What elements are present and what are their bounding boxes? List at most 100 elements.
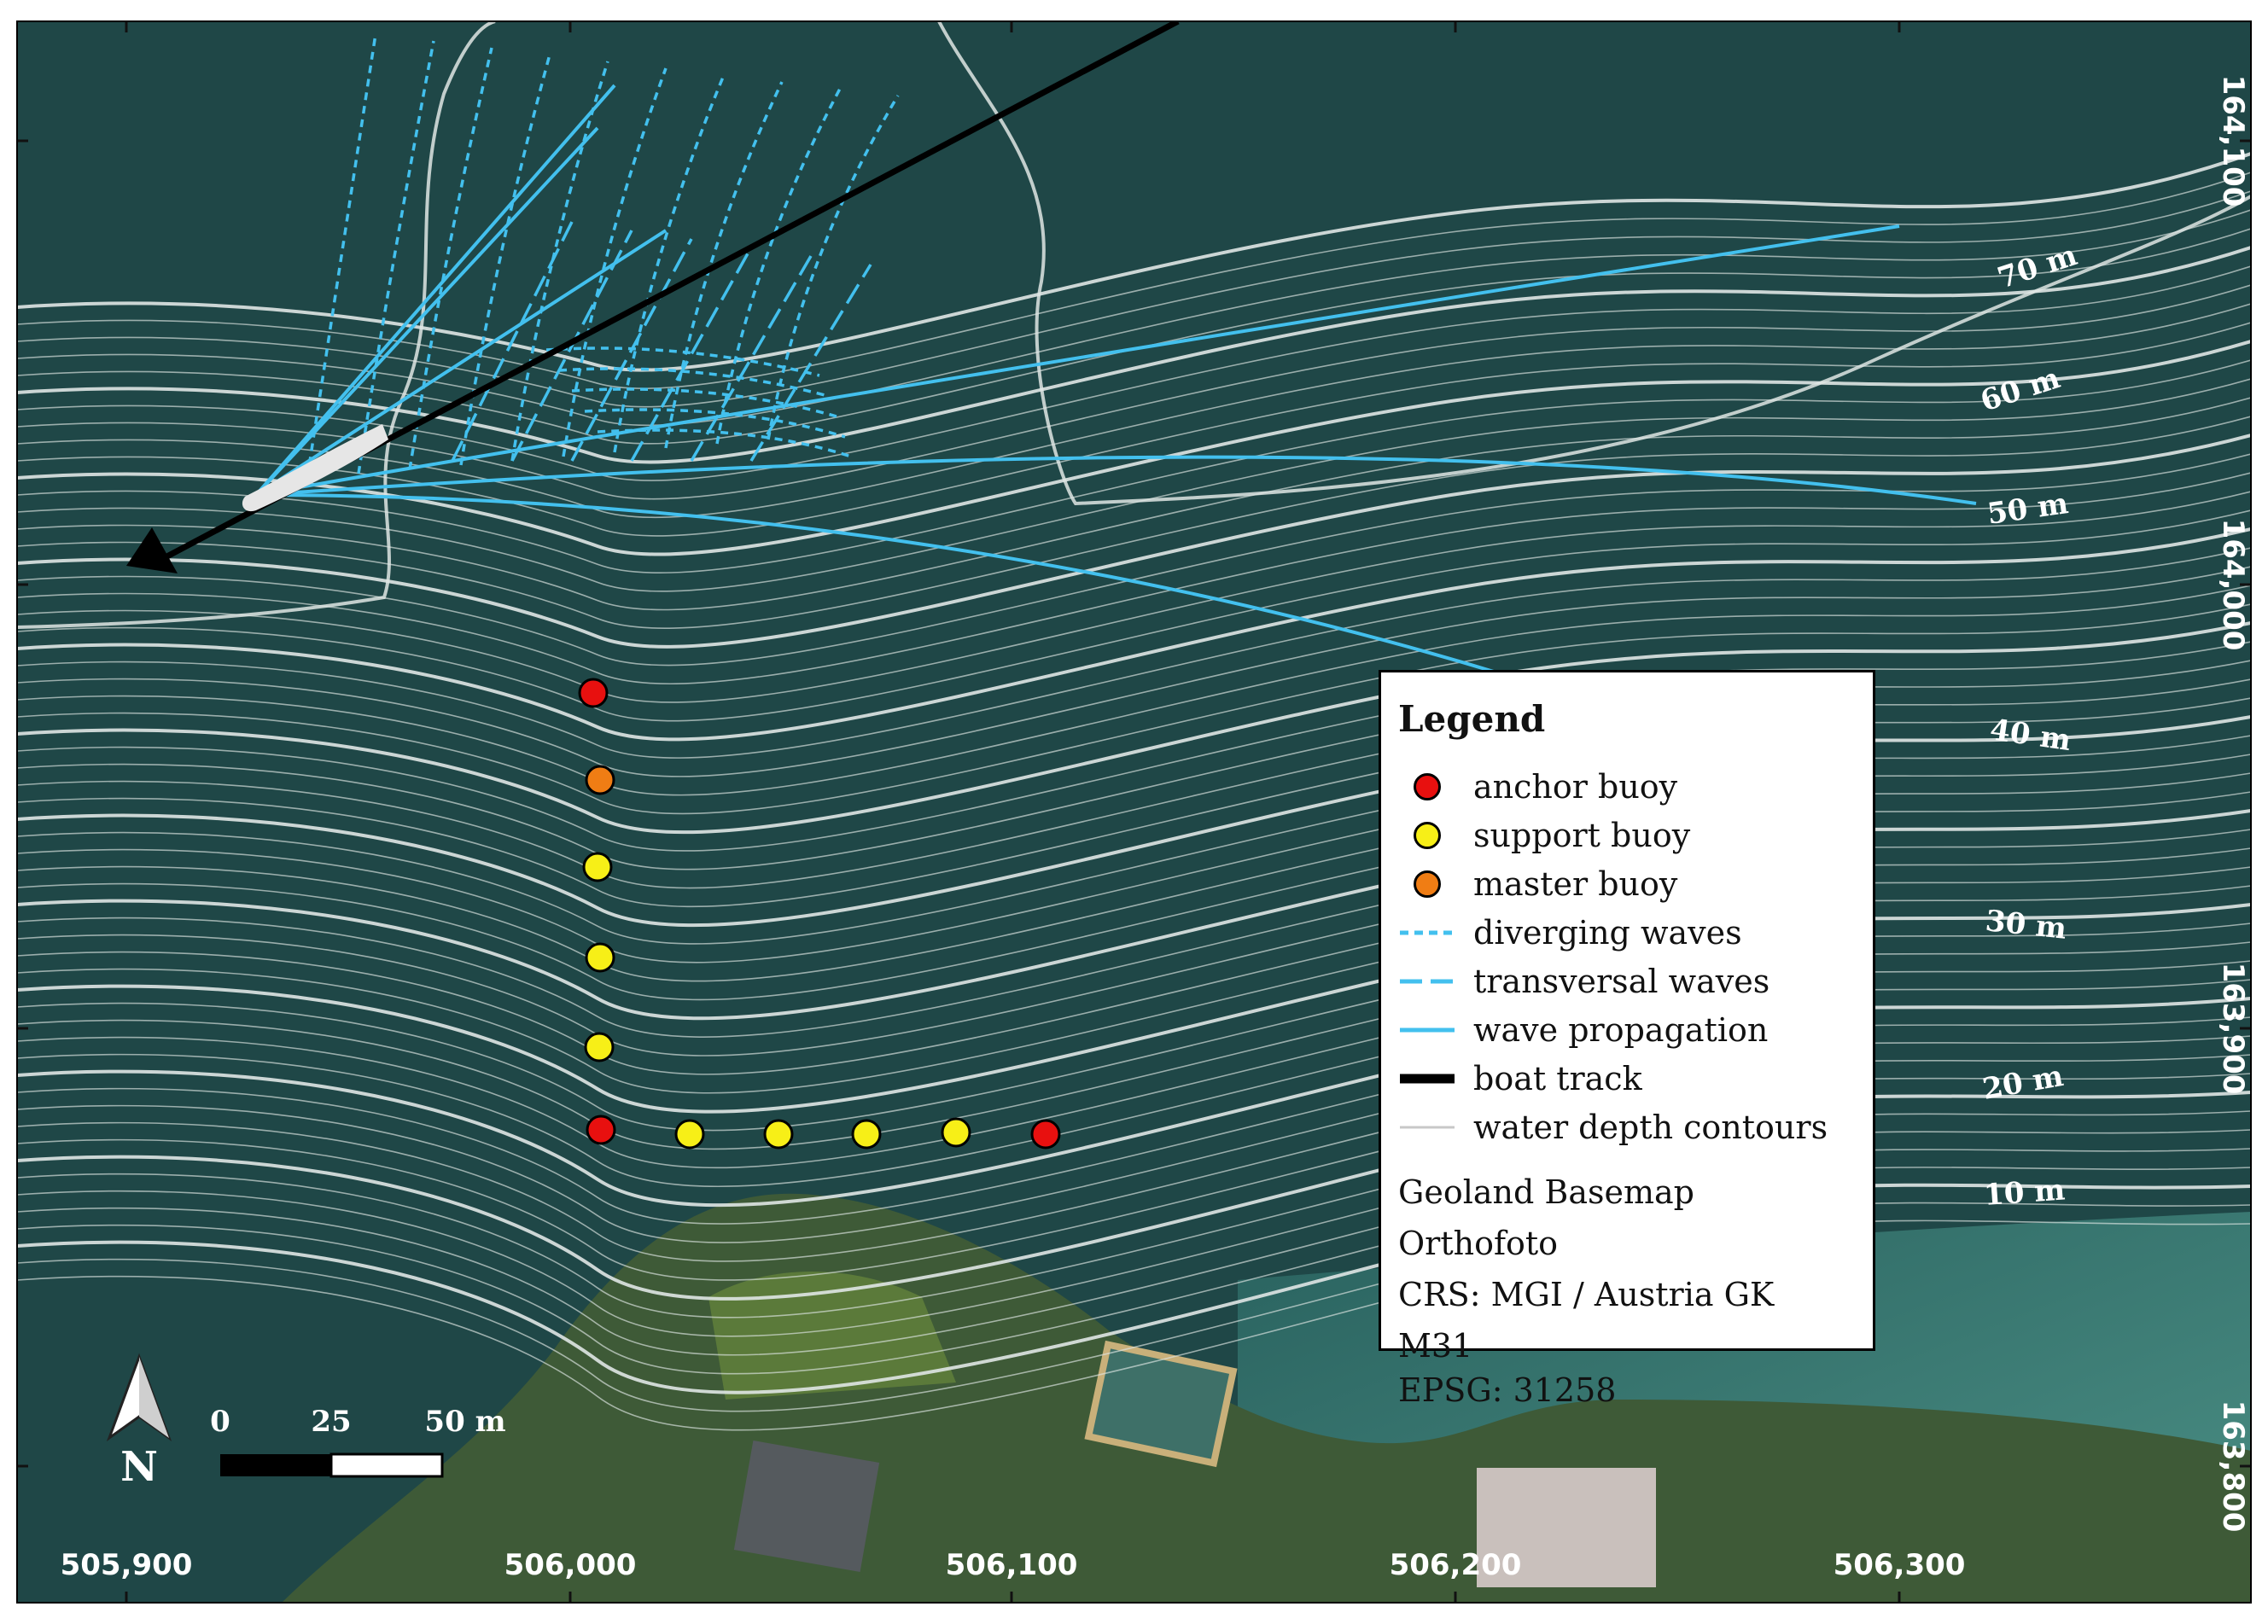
scale-label-25: 25 [311, 1405, 351, 1439]
contour-line [17, 1054, 2251, 1262]
axis-tick-marks [17, 21, 2251, 1603]
contour-line [17, 866, 2251, 1075]
depth-label-30: 30 m [1984, 904, 2068, 946]
contour-line [17, 979, 2251, 1187]
x-tick-506300: 506,300 [1834, 1548, 1966, 1582]
y-axis-labels: 164,100 164,000 163,900 163,800 [2216, 75, 2250, 1533]
transversal-wave-line [749, 264, 872, 462]
legend-label: master buoy [1473, 864, 1678, 903]
diverging-wave-line [408, 47, 493, 470]
contour-line [17, 284, 2251, 500]
contour-line [17, 585, 2251, 796]
contour-line [17, 1110, 2251, 1318]
legend-label: support buoy [1473, 816, 1691, 854]
contour-line [17, 1073, 2251, 1281]
map-frame [16, 20, 2252, 1604]
support-buoy [674, 1119, 705, 1150]
x-axis-labels: 505,900 506,000 506,100 506,200 506,300 [61, 1548, 1966, 1582]
contour-line [17, 303, 2251, 519]
legend-label: boat track [1473, 1059, 1642, 1097]
diverging-wave-line [664, 81, 784, 449]
basemap-source: Geoland Basemap Orthofoto [1398, 1173, 1694, 1262]
contour-line [17, 322, 2251, 537]
wave-propagation-line [255, 455, 1977, 505]
contour-line [17, 547, 2251, 759]
x-tick-506200: 506,200 [1390, 1548, 1522, 1582]
contour-line [17, 772, 2251, 982]
legend-item-wave-propagation: wave propagation [1398, 1005, 1857, 1054]
boat [242, 424, 388, 512]
anchor-buoy [1030, 1119, 1061, 1150]
contour-line [937, 21, 2251, 506]
court [1477, 1468, 1656, 1587]
contour-line [17, 754, 2251, 963]
water-depth-contours [17, 21, 2251, 1431]
support-buoy [763, 1119, 794, 1150]
scale-label-0: 0 [210, 1405, 230, 1439]
contour-line [17, 1183, 2251, 1394]
diverging-wave-line [571, 387, 837, 418]
wave-propagation-line [254, 229, 668, 497]
contour-line [17, 660, 2251, 870]
legend-item-boat-track: boat track [1398, 1054, 1857, 1103]
contour-line [17, 359, 2251, 573]
wave-propagation-line [254, 84, 616, 497]
legend-title: Legend [1398, 698, 1546, 740]
support-buoy-symbol [1414, 821, 1441, 849]
thick-black-line-symbol [1400, 1074, 1455, 1083]
legend-label: diverging waves [1473, 913, 1742, 952]
legend-label: anchor buoy [1473, 767, 1678, 806]
contour-line [17, 21, 496, 629]
contour-line [17, 1091, 2251, 1301]
contour-line [17, 190, 2251, 408]
dashed-line-symbol [1400, 979, 1455, 983]
support-buoy [582, 852, 613, 882]
diverging-wave-line [597, 428, 854, 459]
legend-box: Legend anchor buoy support buoy master b… [1379, 670, 1875, 1409]
wave-propagation-line [255, 224, 1900, 497]
contour-line [17, 397, 2251, 611]
contour-line [17, 903, 2251, 1114]
contour-line [17, 566, 2251, 777]
x-tick-506000: 506,000 [504, 1548, 637, 1582]
contour-line [17, 416, 2251, 629]
wave-propagation-line [255, 493, 1503, 676]
contour-line [17, 735, 2251, 945]
support-buoy [851, 1119, 882, 1150]
wave-lines [254, 33, 1977, 676]
legend-item-master-buoy: master buoy [1398, 859, 1857, 908]
support-buoy [941, 1117, 971, 1148]
contour-line [17, 209, 2251, 427]
thin-grey-line-symbol [1400, 1126, 1455, 1128]
contour-line [17, 923, 2251, 1132]
contour-line [17, 472, 2251, 685]
contour-line [17, 621, 2251, 835]
diverging-wave-line [306, 33, 377, 479]
support-buoy [585, 942, 615, 973]
contour-line [17, 509, 2251, 722]
boat-track-arrowhead [126, 527, 178, 573]
y-tick-163900: 163,900 [2216, 963, 2250, 1095]
anchor-buoy [578, 678, 609, 708]
contour-line [17, 1035, 2251, 1243]
anchor-buoy-symbol [1414, 772, 1441, 800]
master-buoy-symbol [1414, 870, 1441, 898]
epsg-text: EPSG: 31258 [1398, 1371, 1617, 1409]
land-lawn [708, 1272, 956, 1400]
contour-line [17, 1167, 2251, 1375]
contour-line [17, 847, 2251, 1056]
legend-item-diverging-waves: diverging waves [1398, 908, 1857, 957]
y-tick-164100: 164,100 [2216, 75, 2250, 207]
scale-bar: 0 25 50 m [210, 1405, 506, 1478]
dotted-line-symbol [1400, 930, 1455, 934]
solid-line-symbol [1400, 1027, 1455, 1032]
contour-line [17, 152, 2251, 372]
transversal-wave-line [630, 247, 753, 462]
north-label: N [120, 1443, 158, 1491]
diverging-wave-line [459, 54, 551, 466]
contour-line [17, 829, 2251, 1038]
contour-line [17, 1129, 2251, 1337]
contour-line [17, 960, 2251, 1169]
contour-line [17, 434, 2251, 649]
y-tick-163800: 163,800 [2216, 1400, 2250, 1533]
